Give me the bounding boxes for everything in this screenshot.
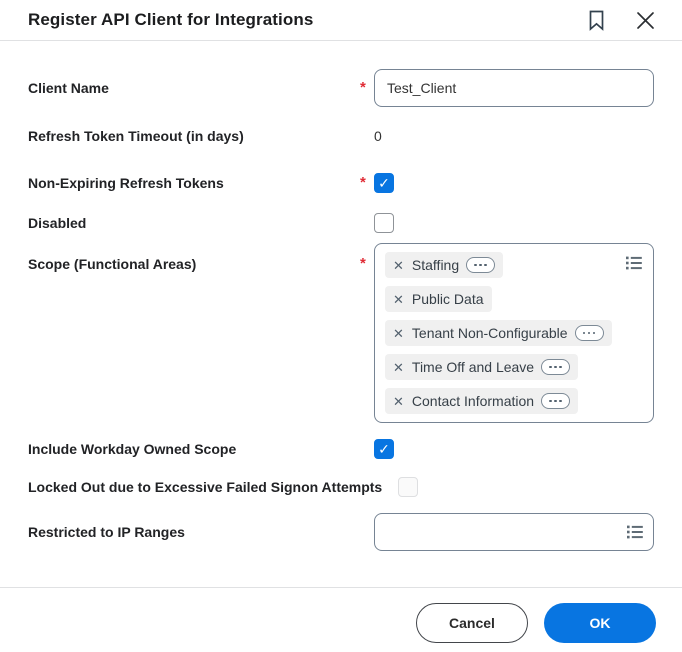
bookmark-icon[interactable] [585, 9, 607, 31]
restricted-ip-ranges-label: Restricted to IP Ranges [28, 524, 185, 540]
scope-label: Scope (Functional Areas) [28, 256, 197, 272]
form-row-non-expiring-refresh-tokens: Non-Expiring Refresh Tokens * [28, 173, 654, 193]
remove-tag-icon[interactable]: ✕ [393, 393, 404, 409]
related-actions-icon[interactable] [541, 393, 571, 409]
form-row-disabled: Disabled [28, 213, 654, 233]
footer-divider [0, 587, 682, 588]
ok-button[interactable]: OK [544, 603, 656, 643]
include-workday-owned-scope-checkbox[interactable] [374, 439, 394, 459]
form-row-restricted-ip-ranges: Restricted to IP Ranges [28, 513, 654, 551]
dialog-footer: Cancel OK [0, 588, 682, 643]
client-name-label: Client Name [28, 80, 109, 96]
form-row-scope: Scope (Functional Areas) * ✕ Staffing ✕ [28, 243, 654, 423]
scope-tag: ✕ Public Data [385, 286, 492, 312]
form-area: Client Name * Refresh Token Timeout (in … [0, 41, 682, 551]
scope-tag: ✕ Time Off and Leave [385, 354, 579, 380]
prompt-list-icon[interactable] [625, 254, 643, 277]
form-row-locked-out: Locked Out due to Excessive Failed Signo… [28, 477, 654, 497]
page-title: Register API Client for Integrations [28, 10, 314, 29]
dialog-header: Register API Client for Integrations [0, 0, 682, 41]
scope-tag: ✕ Staffing [385, 252, 504, 278]
disabled-label: Disabled [28, 215, 87, 231]
locked-out-checkbox [398, 477, 419, 497]
non-expiring-refresh-tokens-checkbox[interactable] [374, 173, 394, 193]
refresh-token-timeout-label: Refresh Token Timeout (in days) [28, 128, 244, 144]
form-row-include-workday-owned-scope: Include Workday Owned Scope [28, 439, 654, 459]
required-asterisk: * [360, 79, 366, 96]
related-actions-icon[interactable] [466, 257, 496, 273]
scope-tag: ✕ Contact Information [385, 388, 579, 414]
required-asterisk: * [360, 174, 366, 191]
non-expiring-refresh-tokens-label: Non-Expiring Refresh Tokens [28, 175, 224, 191]
related-actions-icon[interactable] [574, 325, 604, 341]
cancel-button[interactable]: Cancel [416, 603, 528, 643]
tag-label: Public Data [411, 291, 484, 307]
remove-tag-icon[interactable]: ✕ [393, 325, 404, 341]
disabled-checkbox[interactable] [374, 213, 394, 233]
restricted-ip-ranges-input[interactable] [374, 513, 654, 551]
include-workday-owned-scope-label: Include Workday Owned Scope [28, 441, 237, 457]
form-row-refresh-token-timeout: Refresh Token Timeout (in days) 0 [28, 126, 654, 146]
header-icon-group [585, 9, 656, 31]
remove-tag-icon[interactable]: ✕ [393, 257, 404, 273]
remove-tag-icon[interactable]: ✕ [393, 359, 404, 375]
prompt-list-icon[interactable] [626, 523, 644, 546]
related-actions-icon[interactable] [541, 359, 571, 375]
locked-out-label: Locked Out due to Excessive Failed Signo… [28, 479, 383, 495]
tag-label: Staffing [411, 257, 460, 273]
tag-label: Tenant Non-Configurable [411, 325, 568, 341]
close-icon[interactable] [634, 9, 656, 31]
scope-multiselect[interactable]: ✕ Staffing ✕ Public Data ✕ Tenant Non-Co… [374, 243, 654, 423]
scope-tag: ✕ Tenant Non-Configurable [385, 320, 612, 346]
refresh-token-timeout-value: 0 [374, 128, 382, 144]
tag-label: Contact Information [411, 393, 535, 409]
tag-label: Time Off and Leave [411, 359, 535, 375]
client-name-input[interactable] [374, 69, 654, 107]
remove-tag-icon[interactable]: ✕ [393, 291, 404, 307]
required-asterisk: * [360, 255, 366, 272]
form-row-client-name: Client Name * [28, 69, 654, 107]
